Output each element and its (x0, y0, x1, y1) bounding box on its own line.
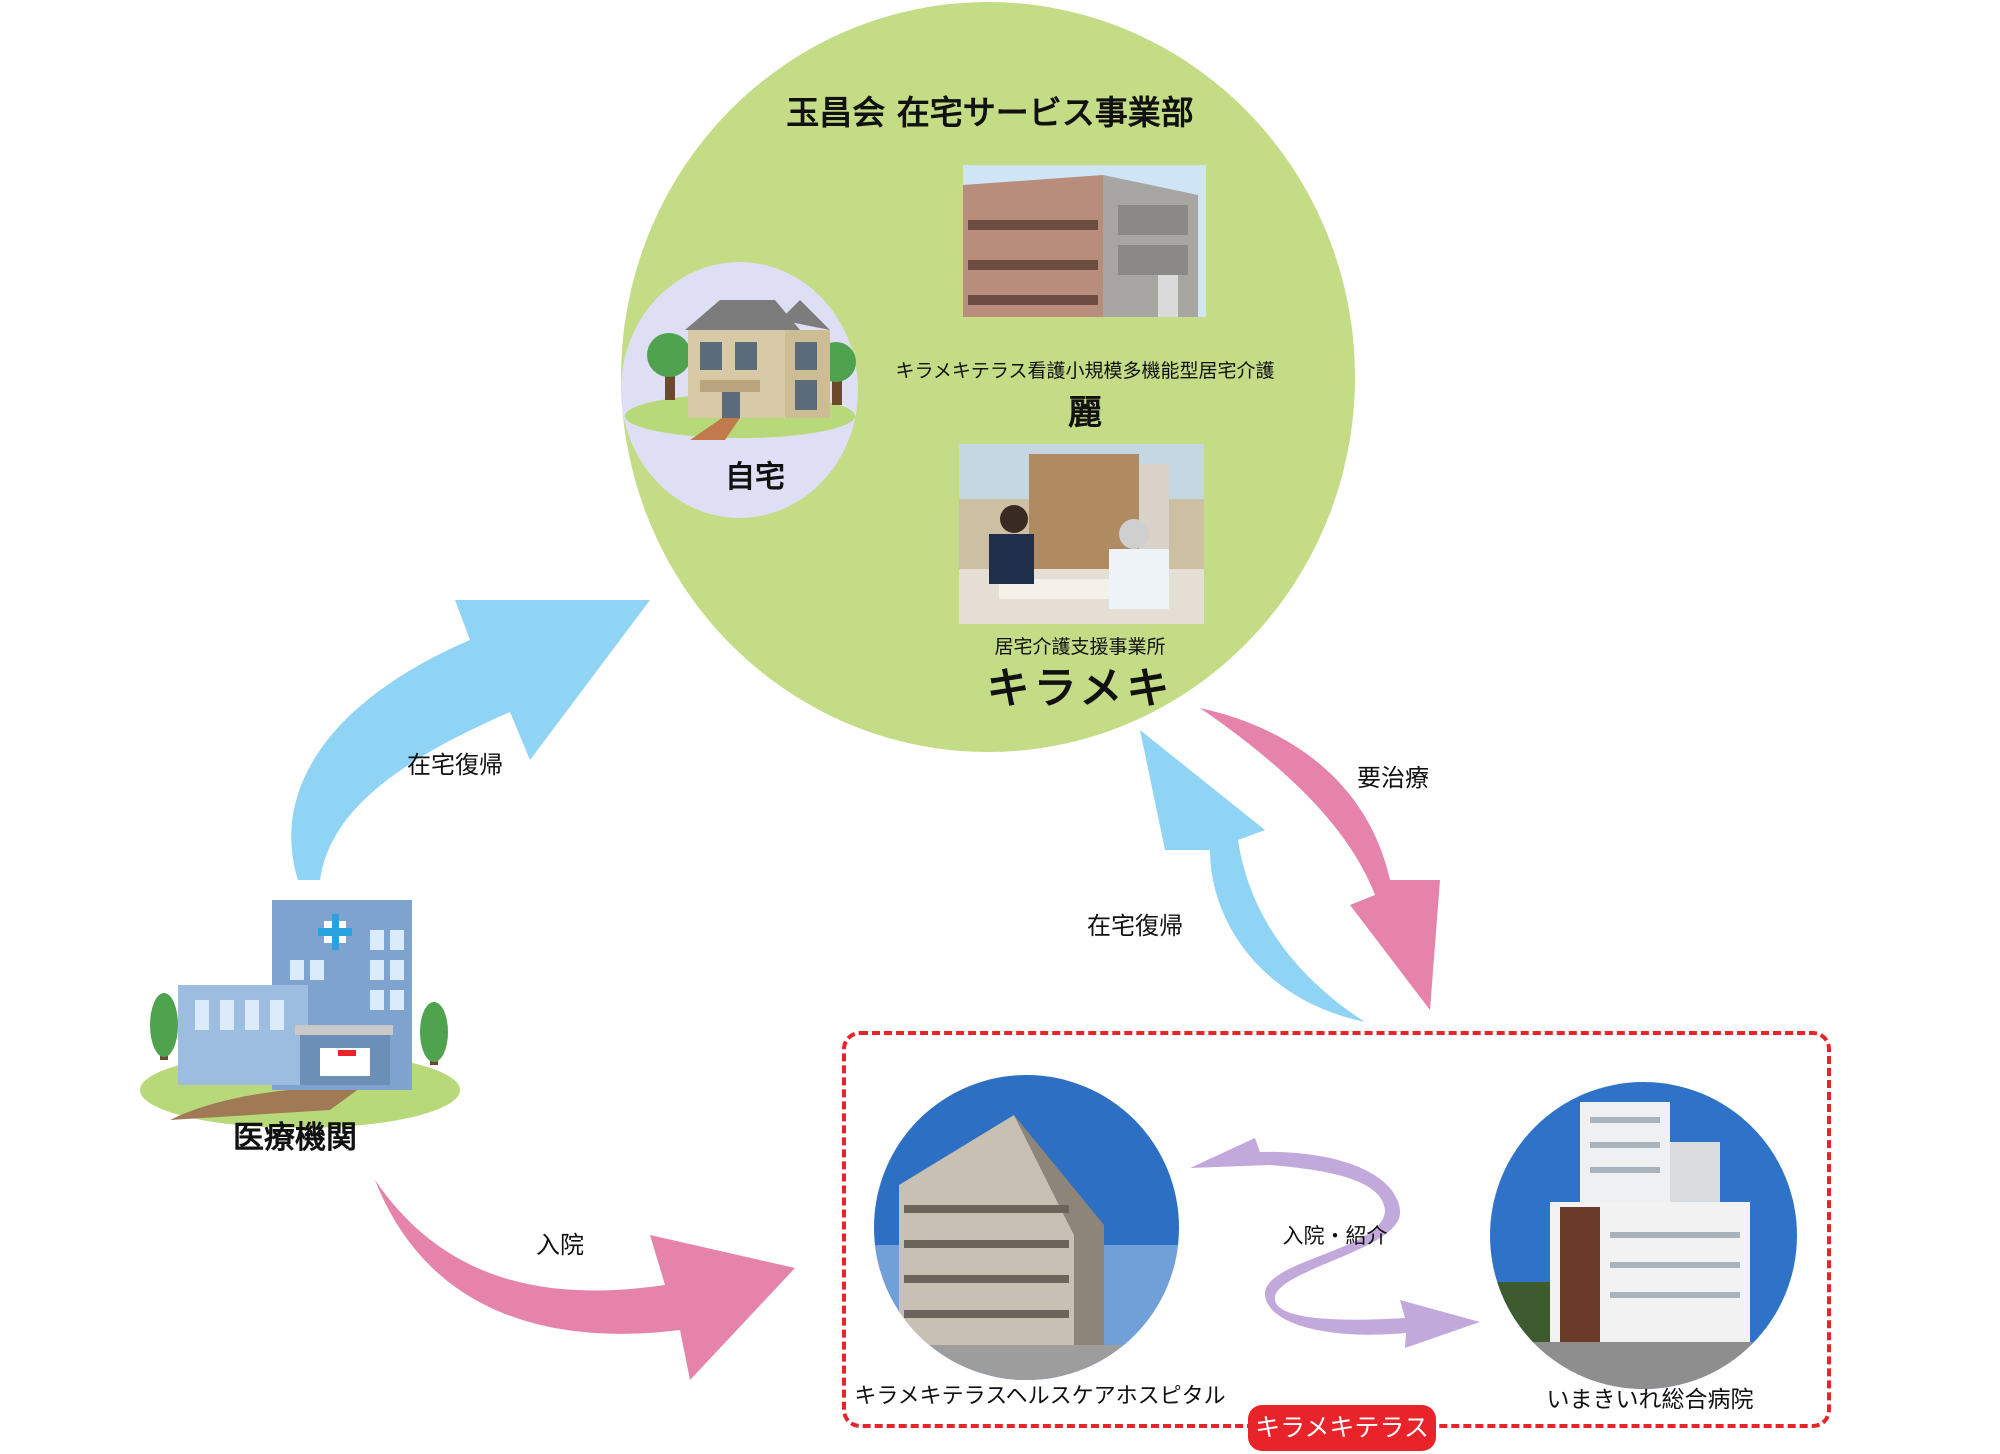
arrow-service-to-hospital (1200, 708, 1440, 1010)
kirameki-name: キラメキ (986, 664, 1174, 714)
home-label: 自宅 (725, 460, 785, 495)
rei-building-photo (963, 165, 1206, 317)
service-dept-title: 玉昌会 在宅サービス事業部 (786, 93, 1194, 132)
arrow-label-referral: 入院・紹介 (1282, 1224, 1388, 1248)
healthcare-hospital-label: キラメキテラスヘルスケアホスピタル (854, 1384, 1226, 1409)
kirameki-caption: 居宅介護支援事業所 (994, 636, 1166, 658)
hospital-building-icon (140, 900, 460, 1128)
kirameki-office-photo (959, 444, 1204, 624)
house-icon (625, 300, 856, 440)
imakiire-hospital-label: いまきいれ総合病院 (1546, 1387, 1754, 1413)
arrow-medical-to-home (291, 600, 650, 880)
arrow-label-service-to-hospital: 要治療 (1357, 764, 1429, 792)
medical-label: 医療機関 (233, 1120, 357, 1156)
arrow-medical-to-hospital (375, 1180, 795, 1380)
kirameki-terrace-badge: キラメキテラス (1248, 1405, 1436, 1451)
arrow-label-medical-to-home: 在宅復帰 (407, 751, 503, 779)
rei-name: 麗 (1068, 393, 1102, 433)
arrow-hospital-referral (1190, 1138, 1480, 1348)
rei-caption: キラメキテラス看護小規模多機能型居宅介護 (895, 360, 1275, 382)
arrow-label-medical-to-hospital: 入院 (536, 1231, 584, 1259)
arrow-label-hospital-to-service: 在宅復帰 (1087, 912, 1183, 940)
arrow-hospital-to-service (1140, 730, 1365, 1022)
